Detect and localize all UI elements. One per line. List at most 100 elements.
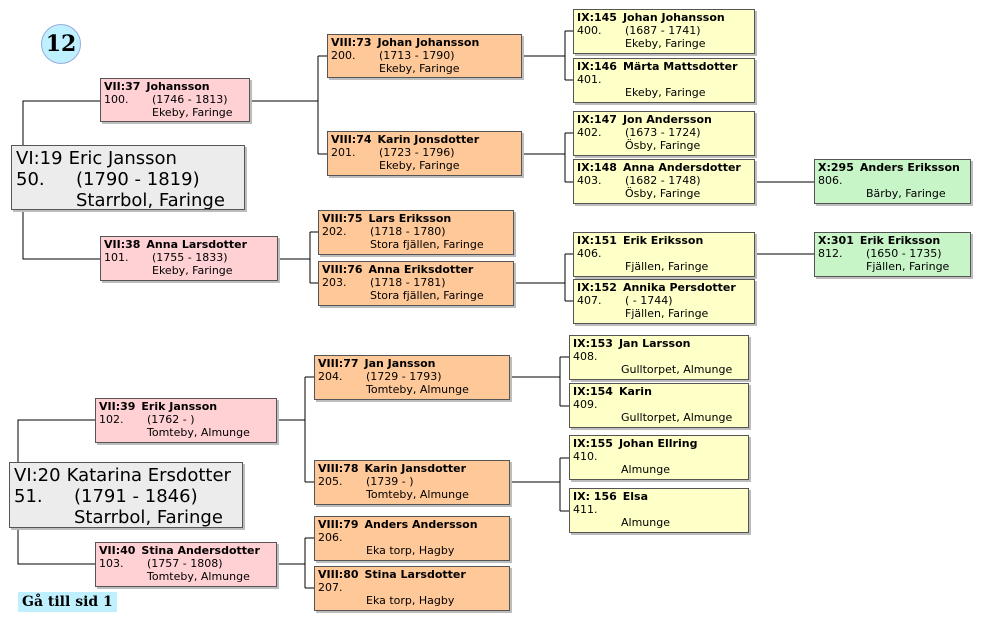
person-name: Elsa	[622, 490, 649, 503]
person-name: Anna Andersdotter	[622, 161, 741, 174]
person-place: Stora fjällen, Faringe	[370, 289, 484, 302]
person-number: 402.	[577, 126, 602, 139]
person-place: Tomteby, Almunge	[147, 426, 250, 439]
person-id: IX:148	[577, 161, 617, 174]
person-number: 407.	[577, 294, 602, 307]
person-place: Almunge	[621, 516, 670, 529]
person-number: 410.	[573, 450, 598, 463]
person-number: 205.	[318, 475, 343, 488]
person-place: Tomteby, Almunge	[366, 383, 469, 396]
person-id: IX: 156	[573, 490, 617, 503]
person-place: Ekeby, Faringe	[379, 62, 460, 75]
person-years: (1762 - )	[147, 413, 195, 426]
person-number: 411.	[573, 503, 598, 516]
person-number: 202.	[322, 225, 347, 238]
person-place: Almunge	[621, 463, 670, 476]
person-id: IX:147	[577, 113, 617, 126]
person-number: 403.	[577, 174, 602, 187]
person-name: Anna Larsdotter	[146, 238, 248, 251]
person-name: Lars Eriksson	[368, 212, 452, 225]
person-box-p411[interactable]: IX: 156 Elsa 411. Almunge	[569, 488, 749, 533]
person-years: (1729 - 1793)	[366, 370, 442, 383]
person-number: 103.	[99, 557, 124, 570]
person-number: 806.	[818, 174, 843, 187]
person-id: X:295	[818, 161, 854, 174]
person-name: Erik Eriksson	[859, 234, 941, 247]
person-years: (1673 - 1724)	[625, 126, 701, 139]
person-id: IX:154	[573, 385, 613, 398]
person-years: (1650 - 1735)	[866, 247, 942, 260]
person-id: VIII:80	[318, 568, 359, 581]
person-name: Eric Jansson	[68, 148, 177, 169]
person-number: 401.	[577, 73, 602, 86]
person-name: Anna Eriksdotter	[368, 263, 474, 276]
person-years: (1755 - 1833)	[152, 251, 228, 264]
person-number: 102.	[99, 413, 124, 426]
person-name: Karin Jonsdotter	[377, 133, 480, 146]
person-id: IX:155	[573, 437, 613, 450]
person-box-p401[interactable]: IX:146 Märta Mattsdotter 401. Ekeby, Fari…	[573, 58, 755, 103]
person-id: VII:40	[99, 544, 136, 557]
person-number: 206.	[318, 531, 343, 544]
person-number: 51.	[14, 486, 43, 507]
person-years: (1757 - 1808)	[147, 557, 223, 570]
person-number: 201.	[331, 146, 356, 159]
person-number: 207.	[318, 581, 343, 594]
person-id: VII:38	[104, 238, 141, 251]
person-place: Bärby, Faringe	[866, 187, 946, 200]
person-id: VIII:75	[322, 212, 363, 225]
person-place: Tomteby, Almunge	[147, 570, 250, 583]
person-id: VII:39	[99, 400, 136, 413]
person-name: Karin	[618, 385, 652, 398]
person-id: IX:151	[577, 234, 617, 247]
person-id: VIII:77	[318, 357, 359, 370]
person-number: 400.	[577, 24, 602, 37]
person-id: IX:146	[577, 60, 617, 73]
person-name: Katarina Ersdotter	[66, 465, 231, 486]
person-number: 203.	[322, 276, 347, 289]
person-place: Ekeby, Faringe	[625, 86, 706, 99]
person-number: 200.	[331, 49, 356, 62]
goto-page-1-link[interactable]: Gå till sid 1	[18, 592, 117, 612]
page-number-badge: 12	[41, 24, 81, 64]
person-name: Annika Persdotter	[622, 281, 736, 294]
person-place: Eka torp, Hagby	[366, 594, 455, 607]
person-years: (1739 - )	[366, 475, 414, 488]
person-name: Märta Mattsdotter	[622, 60, 738, 73]
person-id: VIII:79	[318, 518, 359, 531]
person-number: 204.	[318, 370, 343, 383]
person-years: (1718 - 1780)	[370, 225, 446, 238]
person-id: VII:37	[104, 80, 141, 93]
person-place: Tomteby, Almunge	[366, 488, 469, 501]
person-years: (1687 - 1741)	[625, 24, 701, 37]
person-place: Fjällen, Faringe	[625, 260, 709, 273]
person-years: (1790 - 1819)	[76, 169, 200, 190]
person-id: VIII:76	[322, 263, 363, 276]
person-id: VIII:78	[318, 462, 359, 475]
